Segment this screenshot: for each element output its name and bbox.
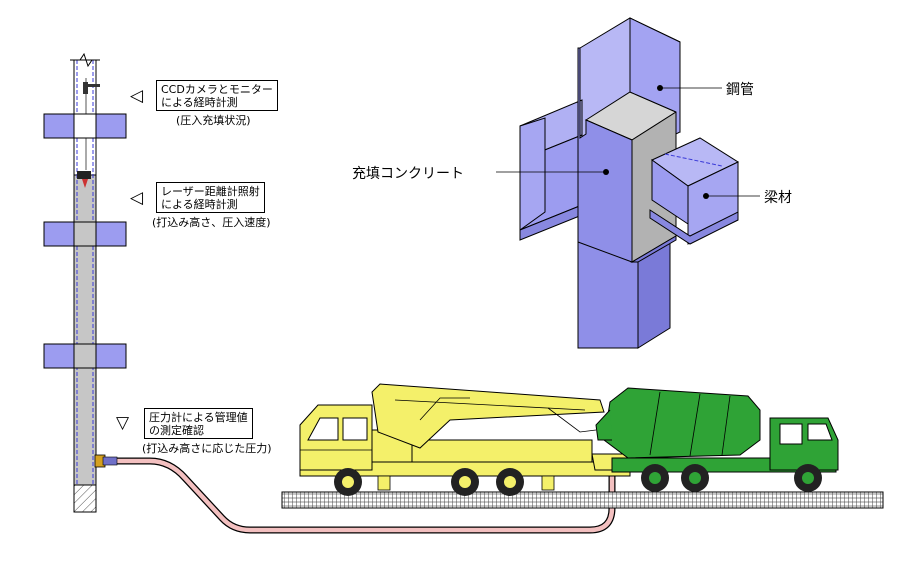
column-section bbox=[43, 52, 127, 513]
pressure-callout: 圧力計による管理値 の測定確認 bbox=[144, 408, 253, 439]
ccd-callout-line2: による経時計測 bbox=[161, 96, 238, 109]
filled-concrete-label: 充填コンクリート bbox=[352, 166, 464, 182]
beam-label: 梁材 bbox=[764, 190, 792, 206]
ccd-marker-icon: ◁ bbox=[130, 86, 144, 106]
pressure-callout-line2: の測定確認 bbox=[149, 424, 204, 437]
ccd-callout-sub: (圧入充填状況) bbox=[176, 114, 251, 127]
pressure-marker-icon: ▽ bbox=[116, 413, 130, 433]
column-base bbox=[73, 484, 97, 513]
ccd-callout: CCDカメラとモニター による経時計測 bbox=[156, 80, 278, 111]
beam-column-joint bbox=[519, 17, 740, 349]
concrete-pump-truck bbox=[299, 383, 631, 496]
ccd-callout-line1: CCDカメラとモニター bbox=[161, 83, 273, 96]
concrete-mixer-truck bbox=[595, 387, 839, 492]
laser-callout: レーザー距離計照射 による経時計測 bbox=[156, 182, 265, 213]
laser-callout-line1: レーザー距離計照射 bbox=[161, 185, 260, 198]
camera-icon bbox=[83, 82, 88, 94]
steel-pipe-label: 鋼管 bbox=[726, 82, 754, 98]
laser-marker-icon: ◁ bbox=[130, 188, 144, 208]
pressure-callout-sub: (打込み高さに応じた圧力) bbox=[142, 442, 272, 455]
laser-callout-line2: による経時計測 bbox=[161, 198, 238, 211]
laser-device-icon bbox=[77, 171, 91, 179]
laser-callout-sub: (打込み高さ、圧入速度) bbox=[152, 216, 271, 229]
ground bbox=[281, 491, 884, 509]
pressure-callout-line1: 圧力計による管理値 bbox=[149, 411, 248, 424]
